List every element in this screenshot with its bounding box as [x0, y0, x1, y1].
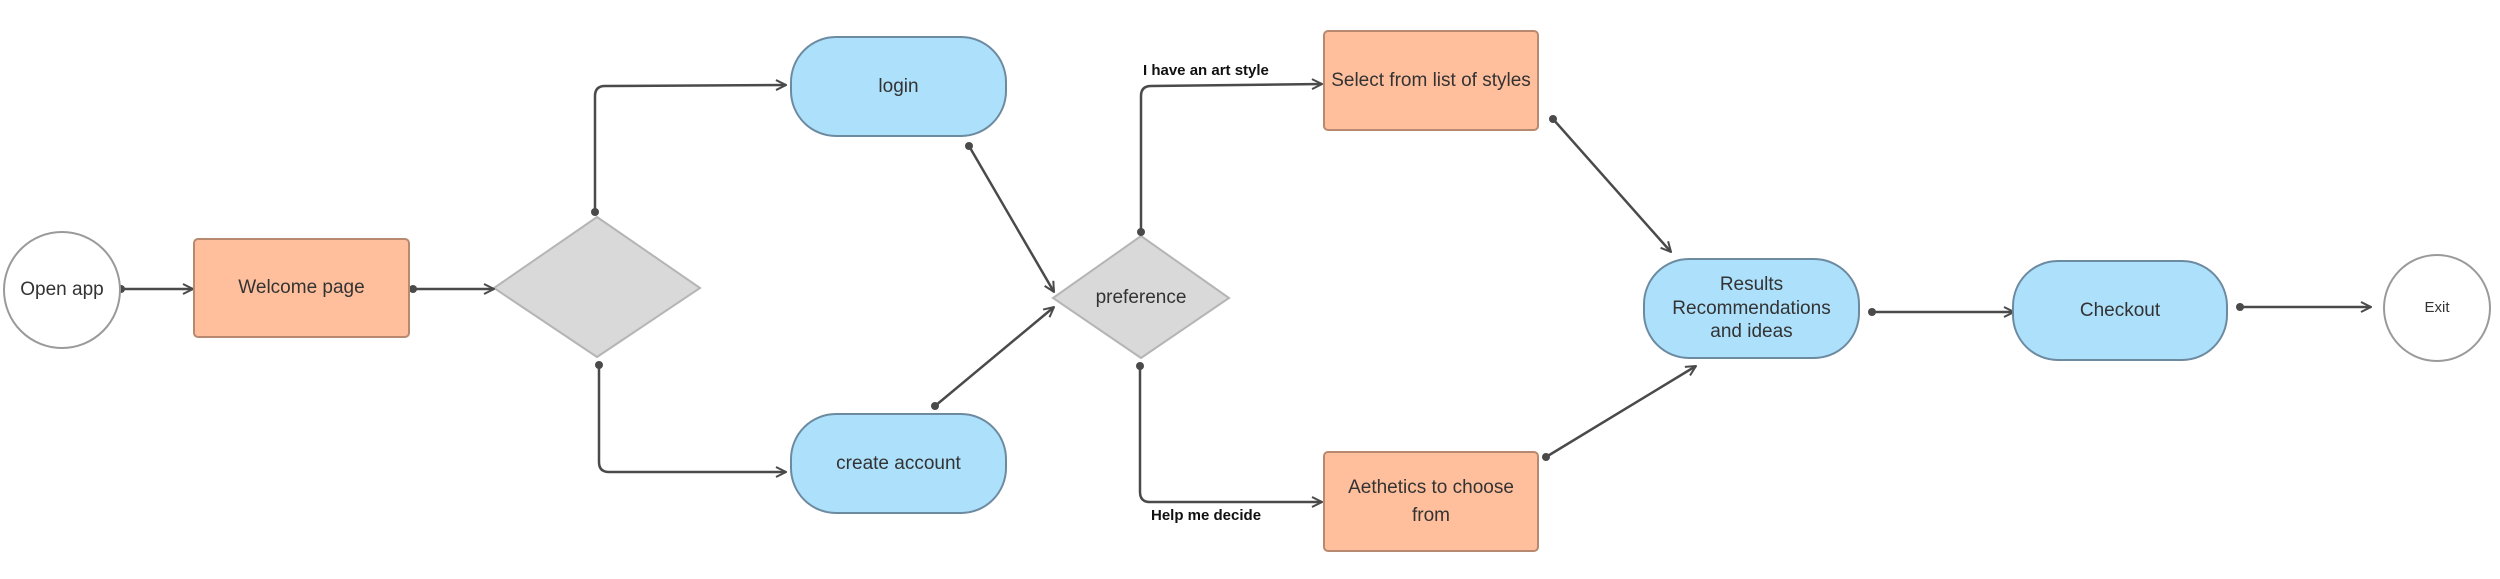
- connector-preference-to-aesthetics: [1138, 366, 1322, 502]
- open-app-node: Open app: [3, 231, 121, 349]
- preference-label: preference: [1095, 287, 1187, 309]
- connector-start-dot: [1136, 362, 1144, 370]
- connector-start-dot: [1549, 115, 1557, 123]
- help-decide-edge-label: Help me decide: [1151, 507, 1262, 524]
- results-node: Results Recommendations and ideas: [1643, 258, 1860, 359]
- welcome-page-node: Welcome page: [193, 238, 410, 338]
- connector-start-dot: [1542, 453, 1550, 461]
- aesthetics-node: Aethetics to choose from: [1323, 451, 1539, 552]
- login-node: login: [790, 36, 1007, 137]
- connector-select-to-results: [1552, 118, 1671, 252]
- welcome-page-label: Welcome page: [238, 277, 365, 299]
- connector-start-dot: [1868, 308, 1876, 316]
- create-account-label: create account: [836, 452, 961, 474]
- connector-preference-to-select: [1139, 84, 1322, 232]
- exit-label: Exit: [2424, 298, 2450, 316]
- connector-start-dot: [591, 208, 599, 216]
- results-label: Results Recommendations and ideas: [1672, 273, 1831, 343]
- create-account-node: create account: [790, 413, 1007, 514]
- checkout-node: Checkout: [2012, 260, 2228, 361]
- select-styles-label: Select from list of styles: [1331, 69, 1531, 91]
- connector-aesthetics-to-results: [1545, 366, 1696, 459]
- login-label: login: [878, 75, 919, 97]
- exit-node: Exit: [2383, 254, 2491, 362]
- connector-start-dot: [965, 142, 973, 150]
- connector-create-to-preference: [934, 307, 1054, 407]
- preference-diamond: [1051, 234, 1231, 360]
- connector-start-dot: [595, 361, 603, 369]
- connector-start-dot: [2236, 303, 2244, 311]
- connector-start-dot: [1137, 228, 1145, 236]
- art-style-edge-label: I have an art style: [1143, 62, 1269, 79]
- connector-login-to-preference: [967, 145, 1054, 292]
- connector-start-dot: [409, 285, 417, 293]
- checkout-label: Checkout: [2079, 299, 2161, 321]
- decision-diamond: [492, 215, 702, 359]
- select-styles-node: Select from list of styles: [1323, 30, 1539, 131]
- aesthetics-label: Aethetics to choose from: [1348, 476, 1514, 526]
- preference-label-box: preference: [1053, 276, 1229, 320]
- connector-decision-to-login: [593, 85, 786, 211]
- connector-decision-to-create: [597, 365, 786, 472]
- connector-start-dot: [931, 402, 939, 410]
- open-app-label: Open app: [20, 279, 104, 301]
